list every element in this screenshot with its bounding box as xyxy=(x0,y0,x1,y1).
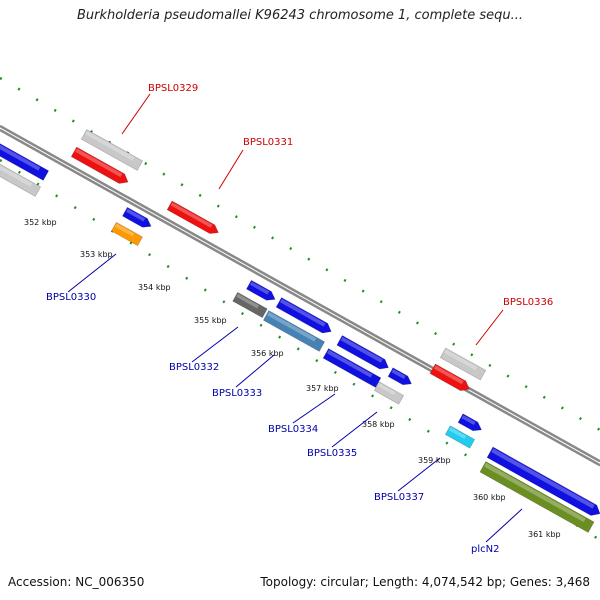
gene-label-BPSL0332[interactable]: BPSL0332 xyxy=(169,362,219,373)
gene-feature[interactable] xyxy=(0,155,42,197)
tick-label: 355 kbp xyxy=(194,316,227,325)
tick-label: 353 kbp xyxy=(80,250,113,259)
tick-label: 358 kbp xyxy=(362,420,395,429)
gene-BPSL0335-feature[interactable] xyxy=(322,348,382,388)
backbone-strand-inner xyxy=(0,128,600,467)
topology-text: Topology: circular; Length: 4,074,542 bp… xyxy=(260,575,590,589)
backbone xyxy=(0,124,600,467)
gene-BPSL0333-feature[interactable] xyxy=(275,297,334,337)
gene-label-BPSL0331[interactable]: BPSL0331 xyxy=(243,137,293,148)
tick-label: 356 kbp xyxy=(251,349,284,358)
label-leader-line xyxy=(121,93,151,135)
gene-label-BPSL0336[interactable]: BPSL0336 xyxy=(503,297,553,308)
gene-label-BPSL0335[interactable]: BPSL0335 xyxy=(307,448,357,459)
gene-BPSL0337-feature[interactable] xyxy=(457,413,484,434)
label-leader-line xyxy=(191,326,239,363)
gene-BPSL0334-feature[interactable] xyxy=(336,335,391,373)
gene-BPSL0331-feature[interactable] xyxy=(166,200,221,237)
gene-label-BPSL0329[interactable]: BPSL0329 xyxy=(148,83,198,94)
scale-ticks: 352 kbp 353 kbp 354 kbp 355 kbp 356 kbp 357 k… xyxy=(24,218,561,539)
tick-label: 359 kbp xyxy=(418,456,451,465)
tick-label: 361 kbp xyxy=(528,530,561,539)
label-leader-line xyxy=(485,508,523,543)
gene-label-BPSL0334[interactable]: BPSL0334 xyxy=(268,424,318,435)
gene-BPSL0329-feature[interactable] xyxy=(70,146,130,187)
gene-BPSL0333-feature[interactable] xyxy=(262,310,326,352)
tick-label: 354 kbp xyxy=(138,283,171,292)
gene-BPSL0334-feature[interactable] xyxy=(387,367,414,388)
gene-plcN2-feature[interactable] xyxy=(486,446,600,519)
gene-BPSL0330-feature[interactable] xyxy=(122,206,153,230)
gene-BPSL0330-feature[interactable] xyxy=(111,221,143,247)
gene-label-BPSL0330[interactable]: BPSL0330 xyxy=(46,292,96,303)
label-leader-line xyxy=(397,457,441,492)
label-leader-line xyxy=(235,354,275,388)
gene-plcN2-feature[interactable] xyxy=(479,461,595,533)
gene-BPSL0332-feature[interactable] xyxy=(232,291,268,319)
tick-label: 357 kbp xyxy=(306,384,339,393)
label-leader-line xyxy=(475,309,504,346)
gene-BPSL0335-feature[interactable] xyxy=(373,381,405,405)
label-leader-line xyxy=(218,149,244,190)
backbone-strand-outer xyxy=(0,124,600,463)
gene-BPSL0336-feature[interactable] xyxy=(429,363,472,394)
tick-label: 360 kbp xyxy=(473,493,506,502)
gene-BPSL0329-feature[interactable] xyxy=(80,129,144,171)
gene-features xyxy=(0,129,600,533)
gene-label-BPSL0337[interactable]: BPSL0337 xyxy=(374,492,424,503)
gene-BPSL0332-feature[interactable] xyxy=(246,279,277,303)
gene-feature[interactable] xyxy=(0,139,50,181)
label-leader-line xyxy=(67,253,117,293)
gene-BPSL0337-feature[interactable] xyxy=(444,425,476,449)
tick-label: 352 kbp xyxy=(24,218,57,227)
label-leader-line xyxy=(292,393,336,424)
gene-BPSL0336-feature[interactable] xyxy=(439,347,487,381)
label-leader-line xyxy=(331,411,378,448)
map-title: Burkholderia pseudomallei K96243 chromos… xyxy=(76,8,524,23)
gene-label-plcN2[interactable]: plcN2 xyxy=(471,544,499,555)
accession-text: Accession: NC_006350 xyxy=(8,575,145,589)
gene-label-BPSL0333[interactable]: BPSL0333 xyxy=(212,388,262,399)
